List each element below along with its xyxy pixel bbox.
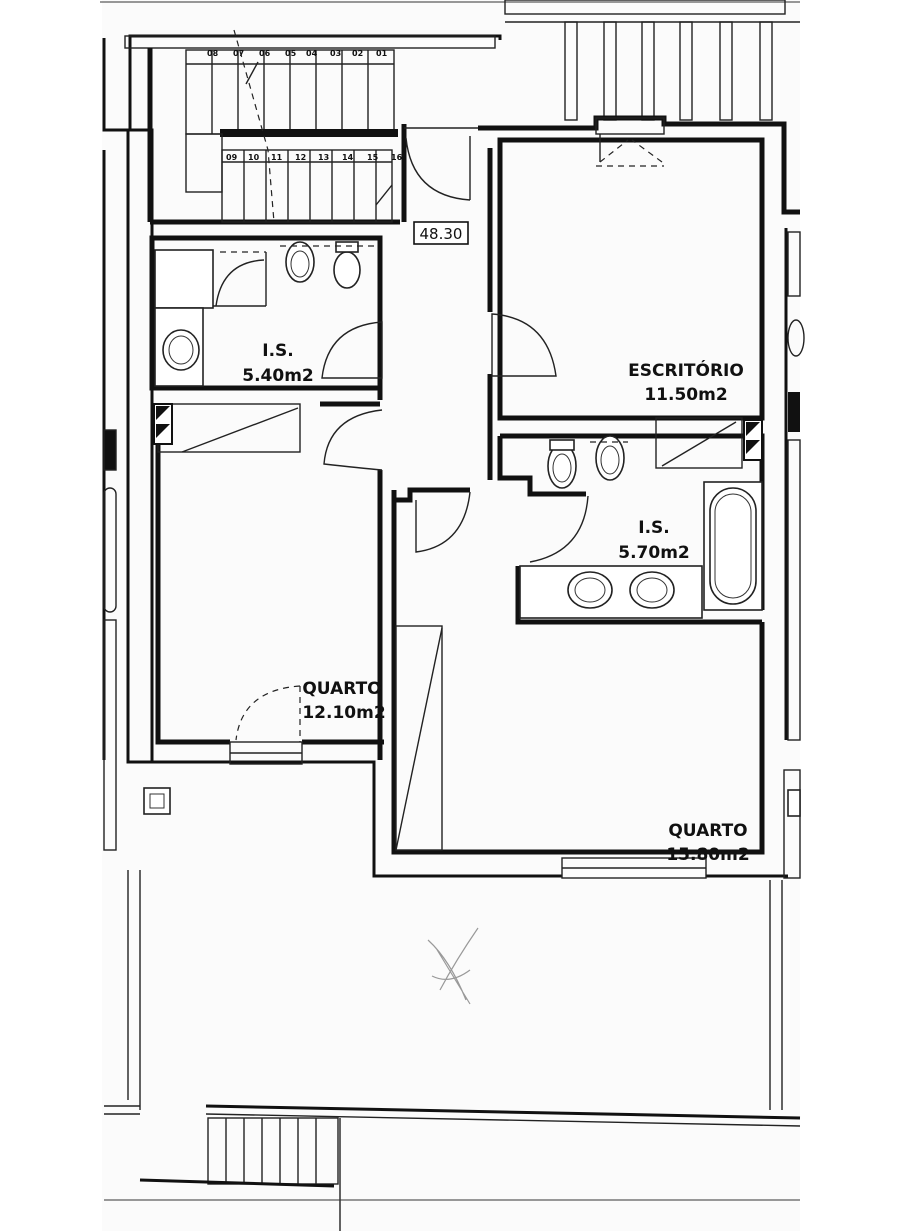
step-number-07: 07 <box>233 49 244 58</box>
main-staircase: 08 07 06 05 04 03 02 01 09 10 11 12 13 1… <box>102 29 502 225</box>
neighbour-unit-right <box>787 231 805 741</box>
step-number-06: 06 <box>259 49 271 58</box>
room-area-bath-right: 5.70m2 <box>618 543 690 563</box>
step-number-15: 15 <box>367 153 379 162</box>
step-number-09: 09 <box>226 153 238 162</box>
outlet-left <box>143 787 171 815</box>
step-number-13: 13 <box>318 153 329 162</box>
neighbour-unit-left <box>103 429 117 851</box>
door-swings <box>210 127 664 742</box>
balcony-railing-top <box>504 0 800 121</box>
room-area-bedroom-left: 12.10m2 <box>302 703 385 723</box>
room-area-bath-left: 5.40m2 <box>242 366 314 386</box>
level-mark: 48.30 <box>420 225 463 243</box>
step-number-14: 14 <box>342 153 354 162</box>
step-number-03: 03 <box>330 49 341 58</box>
step-number-10: 10 <box>248 153 260 162</box>
outlet-right <box>787 789 801 817</box>
room-name-bath-right: I.S. <box>638 518 670 538</box>
level-mark-box <box>413 221 469 245</box>
room-area-bedroom-right: 15.80m2 <box>666 845 749 865</box>
bathroom-fixtures-right <box>519 435 763 619</box>
step-number-04: 04 <box>306 49 318 58</box>
terrace <box>104 870 801 1231</box>
step-number-12: 12 <box>295 153 306 162</box>
sketch-mark <box>427 927 479 1005</box>
room-name-bedroom-left: QUARTO <box>302 679 381 699</box>
step-number-05: 05 <box>285 49 297 58</box>
step-number-01: 01 <box>376 49 388 58</box>
step-number-11: 11 <box>271 153 283 162</box>
room-name-bedroom-right: QUARTO <box>668 821 747 841</box>
room-area-office: 11.50m2 <box>644 385 727 405</box>
step-number-16: 16 <box>391 153 403 162</box>
room-name-bath-left: I.S. <box>262 341 294 361</box>
room-name-office: ESCRITÓRIO <box>628 359 744 381</box>
step-number-02: 02 <box>352 49 363 58</box>
step-number-08: 08 <box>207 49 219 58</box>
bathroom-fixtures-left <box>154 241 378 387</box>
